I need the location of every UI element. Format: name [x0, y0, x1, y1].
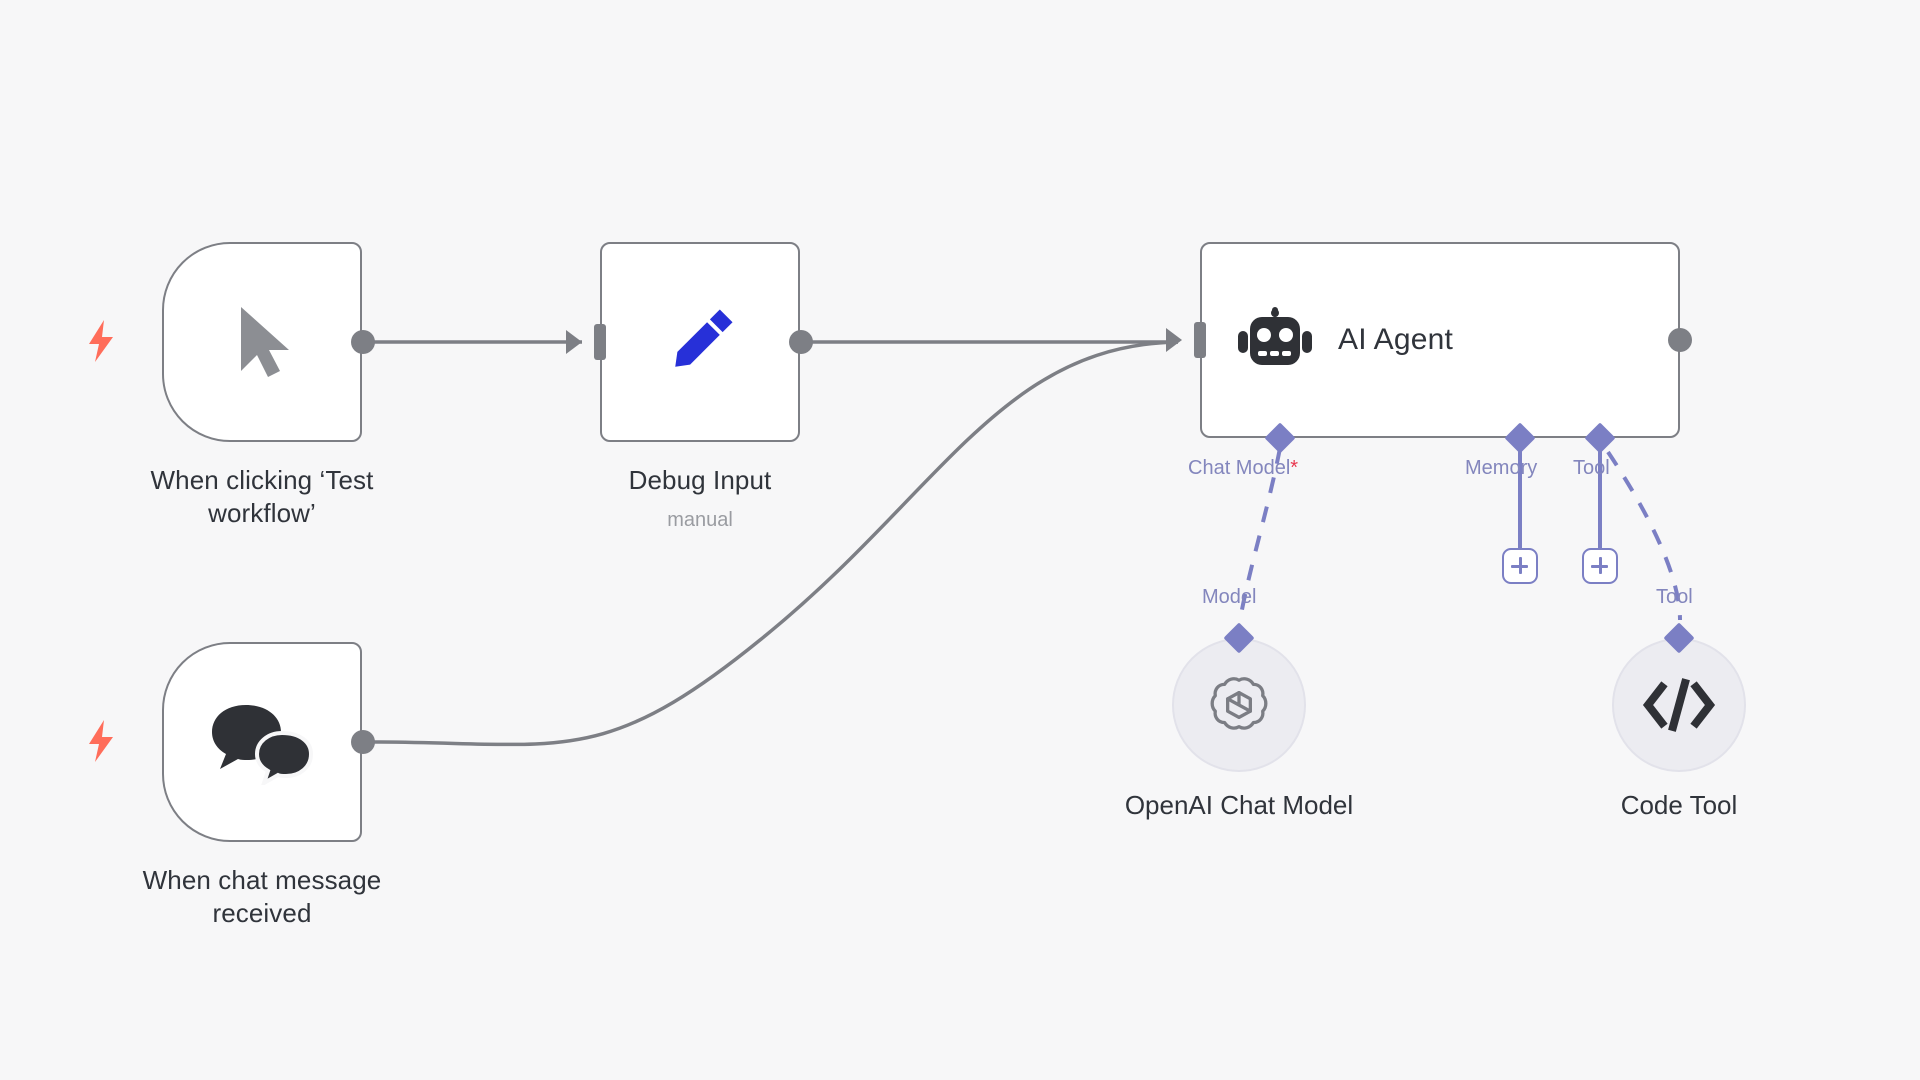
code-tool-port-label: Tool	[1656, 586, 1693, 608]
debug-input-output-port[interactable]	[789, 330, 813, 354]
chat-trigger-bolt-icon	[88, 720, 114, 762]
ai-agent-port-chat-model-label: Chat Model*	[1188, 457, 1298, 480]
node-debug-input[interactable]: Debug Input manual	[566, 242, 813, 531]
chat-model-label-text: Chat Model	[1188, 457, 1291, 479]
chat-bubbles-icon	[212, 705, 314, 785]
code-tool-label: Code Tool	[1620, 790, 1738, 820]
chat-trigger-output-port[interactable]	[351, 730, 375, 754]
node-openai-chat-model[interactable]: Model OpenAI Chat Model	[1125, 586, 1353, 820]
ai-agent-port-memory-label: Memory	[1465, 457, 1538, 479]
debug-input-arrow-icon	[566, 330, 582, 354]
pencil-icon	[675, 309, 733, 367]
debug-input-sublabel: manual	[667, 509, 733, 531]
ai-agent-output-port[interactable]	[1668, 328, 1692, 352]
node-manual-trigger[interactable]: When clicking ‘Test workflow’	[89, 242, 375, 528]
ai-agent-port-tool-label: Tool	[1573, 457, 1610, 479]
trigger-bolt-icon	[88, 320, 114, 362]
add-memory-button[interactable]	[1502, 548, 1538, 584]
cursor-pointer-icon	[241, 307, 289, 377]
ai-agent-input-arrow-icon	[1166, 328, 1182, 352]
openai-model-port-label: Model	[1202, 586, 1257, 608]
openai-chat-model-label: OpenAI Chat Model	[1124, 790, 1354, 820]
ai-agent-body[interactable]: AI Agent	[1200, 242, 1680, 438]
node-chat-trigger[interactable]: When chat message received	[89, 642, 381, 928]
ai-agent-input-port[interactable]	[1194, 322, 1206, 358]
manual-trigger-output-port[interactable]	[351, 330, 375, 354]
debug-input-body[interactable]	[600, 242, 800, 442]
node-ai-agent[interactable]: AI Agent Chat Model* Memory Tool	[1166, 242, 1692, 479]
code-tool-body[interactable]	[1612, 638, 1746, 772]
ai-agent-title: AI Agent	[1338, 323, 1454, 356]
chat-trigger-label: When chat message received	[142, 865, 382, 928]
debug-input-input-port[interactable]	[594, 324, 606, 360]
robot-icon	[1238, 307, 1312, 365]
openai-logo-icon	[1210, 677, 1268, 730]
add-tool-button[interactable]	[1582, 548, 1618, 584]
manual-trigger-label: When clicking ‘Test workflow’	[150, 465, 374, 528]
openai-chat-model-body[interactable]	[1172, 638, 1306, 772]
chat-model-required-marker: *	[1290, 457, 1299, 479]
code-brackets-icon	[1642, 678, 1716, 732]
debug-input-label: Debug Input	[628, 465, 772, 495]
manual-trigger-body[interactable]	[162, 242, 362, 442]
node-code-tool[interactable]: Tool Code Tool	[1612, 586, 1746, 820]
chat-trigger-body[interactable]	[162, 642, 362, 842]
